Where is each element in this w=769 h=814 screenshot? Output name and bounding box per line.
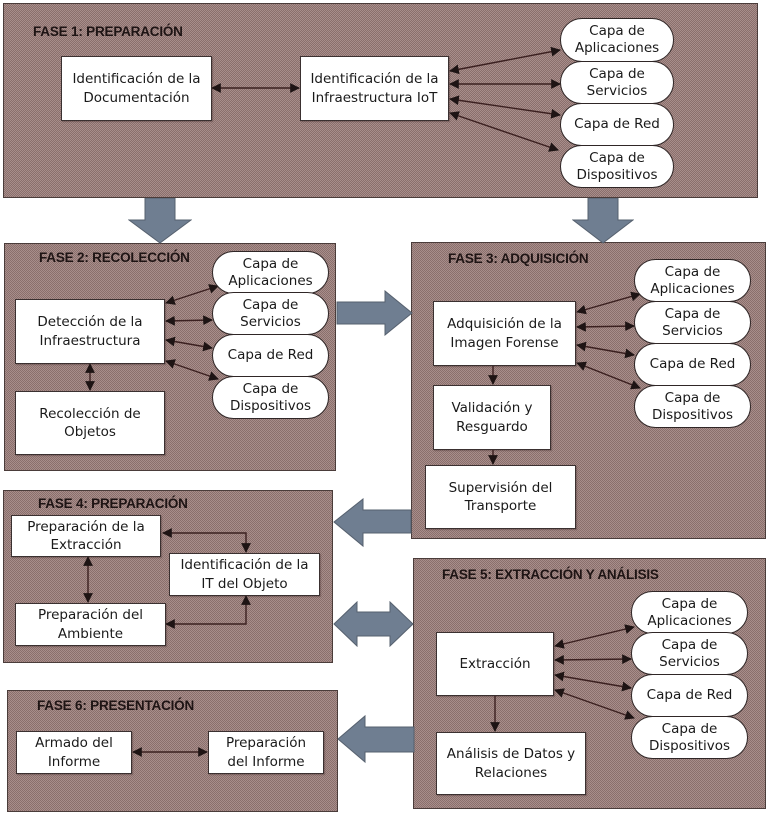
layer-line: Capa de (242, 380, 299, 397)
node-line: Armado del (35, 735, 113, 752)
node-extraccion: Extracción (436, 632, 554, 696)
flow-arrow-fase1-to-fase3 (572, 198, 634, 244)
node-line: Supervisión del (448, 479, 553, 496)
flow-arrow-fase1-to-fase2 (128, 198, 192, 244)
node-line: Documentación (83, 89, 190, 106)
layer-line: Capa de (661, 595, 718, 612)
phase-4-title: FASE 4: PREPARACIÓN (38, 496, 188, 511)
node-line: Relaciones (474, 764, 548, 781)
layer-line: Capa de (242, 296, 299, 313)
phase-6-title: FASE 6: PRESENTACIÓN (37, 698, 195, 713)
node-line: Recolección de (39, 405, 141, 422)
layer-line: Aplicaciones (647, 612, 732, 629)
node-line: Ambiente (57, 625, 124, 642)
layer-line: Dispositivos (576, 166, 658, 183)
node-line: Infraestructura IoT (311, 89, 438, 106)
node-line: Preparación del (37, 607, 144, 624)
node-recoleccion-objetos: Recolección de Objetos (15, 391, 165, 455)
layer-line: Aplicaciones (650, 280, 735, 297)
node-line: Imagen Forense (450, 334, 559, 351)
layer-red: Capa de Red (560, 103, 674, 146)
node-line: Identificación de la (180, 557, 309, 574)
node-line: Detección de la (37, 314, 143, 331)
layer-line: Servicios (659, 653, 720, 670)
layer-line: Capa de Red (574, 116, 660, 133)
node-line: IT del Objeto (201, 575, 288, 592)
layer-line: Capa de (661, 636, 718, 653)
flow-arrow-fase4-fase5-bidirectional (333, 601, 414, 647)
layer-line: Capa de (664, 305, 721, 322)
phase-1-title: FASE 1: PREPARACIÓN (33, 24, 183, 39)
node-preparacion-extraccion: Preparación de la Extracción (11, 515, 161, 557)
node-line: Objetos (64, 424, 116, 440)
layer-line: Aplicaciones (228, 272, 313, 289)
layer-line: Capa de Red (227, 347, 314, 364)
layer-line: Capa de (661, 720, 718, 737)
layer-red: Capa de Red (634, 343, 751, 386)
layer-line: Dispositivos (651, 406, 734, 423)
node-line: Informe (47, 753, 101, 770)
flow-arrow-fase2-to-fase3 (336, 290, 413, 336)
layer-line: Capa de Red (646, 687, 733, 704)
layer-line: Dispositivos (229, 397, 312, 414)
node-line: Preparación (225, 735, 307, 752)
layer-line: Capa de (664, 263, 721, 280)
node-line: Identificación de la (72, 71, 201, 88)
node-line: del Informe (227, 753, 305, 770)
layer-line: Capa de Red (649, 356, 736, 373)
phase-5-title: FASE 5: EXTRACCIÓN Y ANÁLISIS (442, 567, 659, 582)
node-line: Transporte (464, 498, 537, 514)
layer-line: Servicios (586, 82, 648, 99)
layer-line: Servicios (662, 322, 723, 339)
layer-line: Capa de (589, 65, 645, 82)
layer-red: Capa de Red (631, 674, 748, 717)
layer-line: Capa de (664, 389, 721, 406)
layer-line: Dispositivos (648, 737, 731, 754)
node-line: Preparación de la (27, 518, 145, 535)
node-line: Resguardo (456, 418, 528, 435)
node-line: Análisis de Datos y (446, 746, 576, 763)
layer-line: Capa de (589, 149, 645, 166)
node-line: Extracción (50, 537, 122, 553)
phase-3-title: FASE 3: ADQUISICIÓN (448, 251, 589, 266)
layer-line: Aplicaciones (574, 40, 660, 56)
phase-2-title: FASE 2: RECOLECCIÓN (39, 250, 190, 265)
node-line: Extracción (459, 655, 531, 672)
flow-arrow-fase3-to-fase4 (333, 498, 412, 548)
layer-red: Capa de Red (212, 334, 329, 377)
node-line: Validación y (451, 400, 533, 417)
layer-line: Servicios (240, 313, 301, 330)
layer-line: Capa de (589, 23, 645, 40)
layer-line: Capa de (242, 255, 299, 272)
flow-arrow-fase5-to-fase6 (337, 714, 415, 764)
node-line: Identificación de la (310, 71, 439, 88)
node-line: Infraestructura (39, 332, 141, 349)
node-line: Adquisición de la (447, 316, 562, 333)
